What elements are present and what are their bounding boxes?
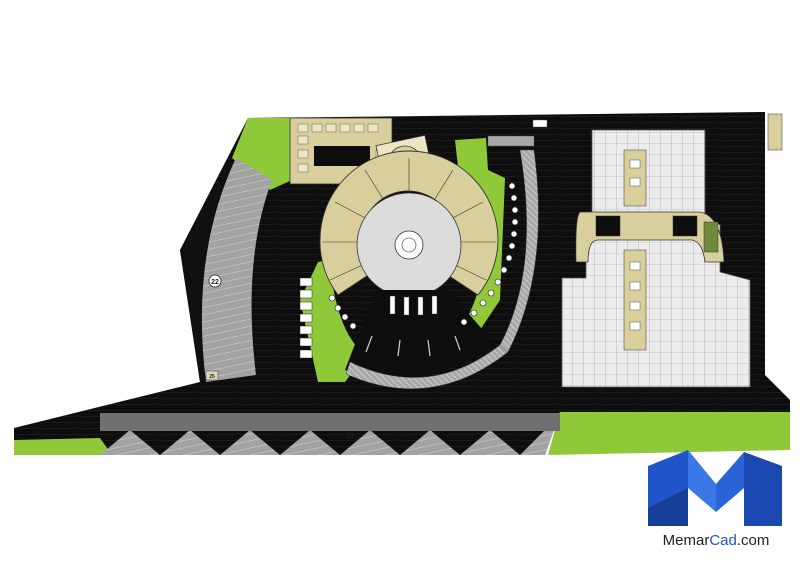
entry-walkways bbox=[365, 335, 461, 357]
memarcad-m-logo-icon bbox=[648, 450, 782, 526]
south-entry-fan bbox=[345, 290, 496, 379]
brand-name-part2: Cad bbox=[709, 532, 737, 549]
plaza-fountain bbox=[394, 230, 424, 260]
parking-column-west bbox=[299, 277, 313, 359]
east-edge-structure bbox=[767, 113, 783, 151]
brand-name-part1: Memar bbox=[662, 532, 710, 549]
sawtooth-parking-row bbox=[100, 412, 560, 455]
tree-rows bbox=[328, 182, 519, 330]
east-bar-room-east bbox=[672, 215, 698, 237]
lawn-strip-bottom-left bbox=[14, 438, 112, 455]
east-spine bbox=[623, 149, 647, 351]
brand-name-part3: .com bbox=[736, 532, 770, 549]
parking-left-curved bbox=[201, 158, 272, 382]
parking-left-marker bbox=[208, 274, 222, 288]
north-gate-box bbox=[532, 119, 548, 128]
memarcad-brand-text: MemarCad.com bbox=[646, 532, 786, 549]
lawn-strip-bottom-right bbox=[548, 412, 790, 455]
lawn-west-arc bbox=[300, 260, 365, 382]
parking-left-label: 22 bbox=[211, 279, 219, 286]
east-bar-garden bbox=[703, 221, 719, 253]
entry-pylons bbox=[389, 295, 438, 316]
lawn-left-wedge bbox=[232, 118, 292, 190]
northeast-strip bbox=[487, 135, 535, 147]
east-bar-room-west bbox=[595, 215, 621, 237]
corner-tag-label: 25 bbox=[209, 374, 215, 380]
fountain-inner-ring bbox=[401, 237, 417, 253]
parking-bottom-label: 22 bbox=[346, 433, 354, 440]
east-colonnade-arc bbox=[499, 149, 539, 353]
corner-tag-box bbox=[205, 370, 219, 381]
